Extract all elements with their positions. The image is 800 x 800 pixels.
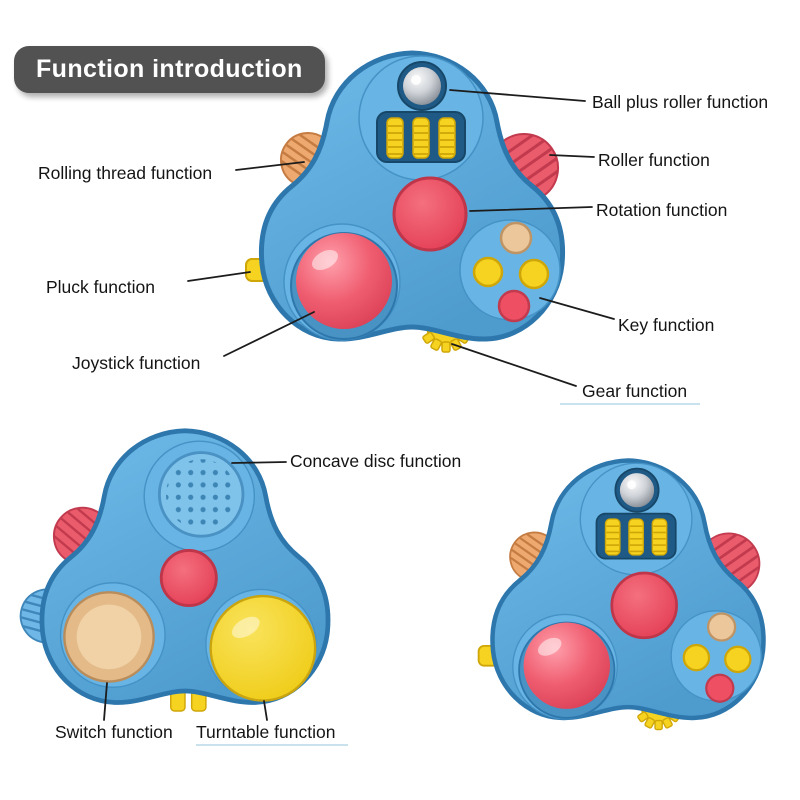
- switch-disc: [63, 591, 155, 683]
- label-concave-disc-function: Concave disc function: [290, 451, 462, 471]
- label-turntable-function: Turntable function: [196, 722, 336, 742]
- title-badge: Function introduction: [14, 46, 325, 93]
- label-joystick-function: Joystick function: [72, 353, 201, 373]
- fidget-toy-top-view: [246, 53, 571, 352]
- label-rolling-thread-function: Rolling thread function: [38, 163, 213, 183]
- label-key-function: Key function: [618, 315, 715, 335]
- label-switch-function: Switch function: [55, 722, 173, 742]
- leader-lines: [103, 89, 615, 721]
- leader-ball: [449, 89, 586, 102]
- leader-joystick: [223, 311, 315, 357]
- label-gear-function: Gear function: [582, 381, 688, 401]
- leader-turntable: [263, 700, 268, 721]
- leader-gear: [451, 343, 577, 387]
- leader-concave: [231, 461, 287, 464]
- fidget-toy-side-view: [19, 428, 331, 712]
- leader-pluck: [187, 271, 251, 282]
- leader-rotation: [469, 206, 593, 212]
- label-pluck-function: Pluck function: [46, 277, 155, 297]
- leader-key: [539, 297, 615, 320]
- rotation-disc: [159, 549, 218, 607]
- leader-roller: [549, 154, 595, 158]
- label-ball-plus-roller-function: Ball plus roller function: [592, 92, 769, 112]
- decorative-lines: [196, 403, 700, 746]
- label-roller-function: Roller function: [598, 150, 710, 170]
- concave-disc: [157, 451, 245, 538]
- label-rotation-function: Rotation function: [596, 200, 728, 220]
- fidget-toy-front-view: [479, 461, 772, 730]
- leader-switch: [103, 682, 108, 721]
- leader-rolling-thread: [235, 161, 305, 171]
- turntable-disc: [209, 594, 317, 702]
